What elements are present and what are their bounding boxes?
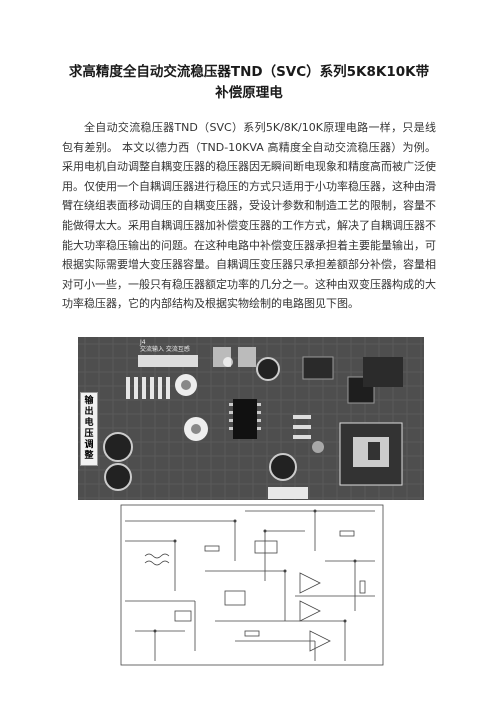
output-voltage-adjust-label: 输出电压调整 bbox=[80, 392, 98, 466]
pcb-board-icon bbox=[78, 337, 424, 500]
article-figure: J4 交流输入 交流互感 输出电压调整 bbox=[70, 337, 426, 672]
board-top-labels: J4 交流输入 交流互感 bbox=[140, 339, 190, 353]
circuit-schematic bbox=[115, 501, 390, 671]
schematic-icon bbox=[120, 504, 384, 666]
article-title: 求高精度全自动交流稳压器TND（SVC）系列5K8K10K带补偿原理电 bbox=[68, 64, 430, 101]
board-label-j4: J4 bbox=[140, 339, 146, 346]
pcb-photo: J4 交流输入 交流互感 输出电压调整 bbox=[78, 337, 424, 500]
article-body: 全自动交流稳压器TND（SVC）系列5K/8K/10K原理电路一样，只是线包有差… bbox=[62, 121, 436, 311]
board-label-input: 交流输入 交流互感 bbox=[140, 346, 190, 353]
